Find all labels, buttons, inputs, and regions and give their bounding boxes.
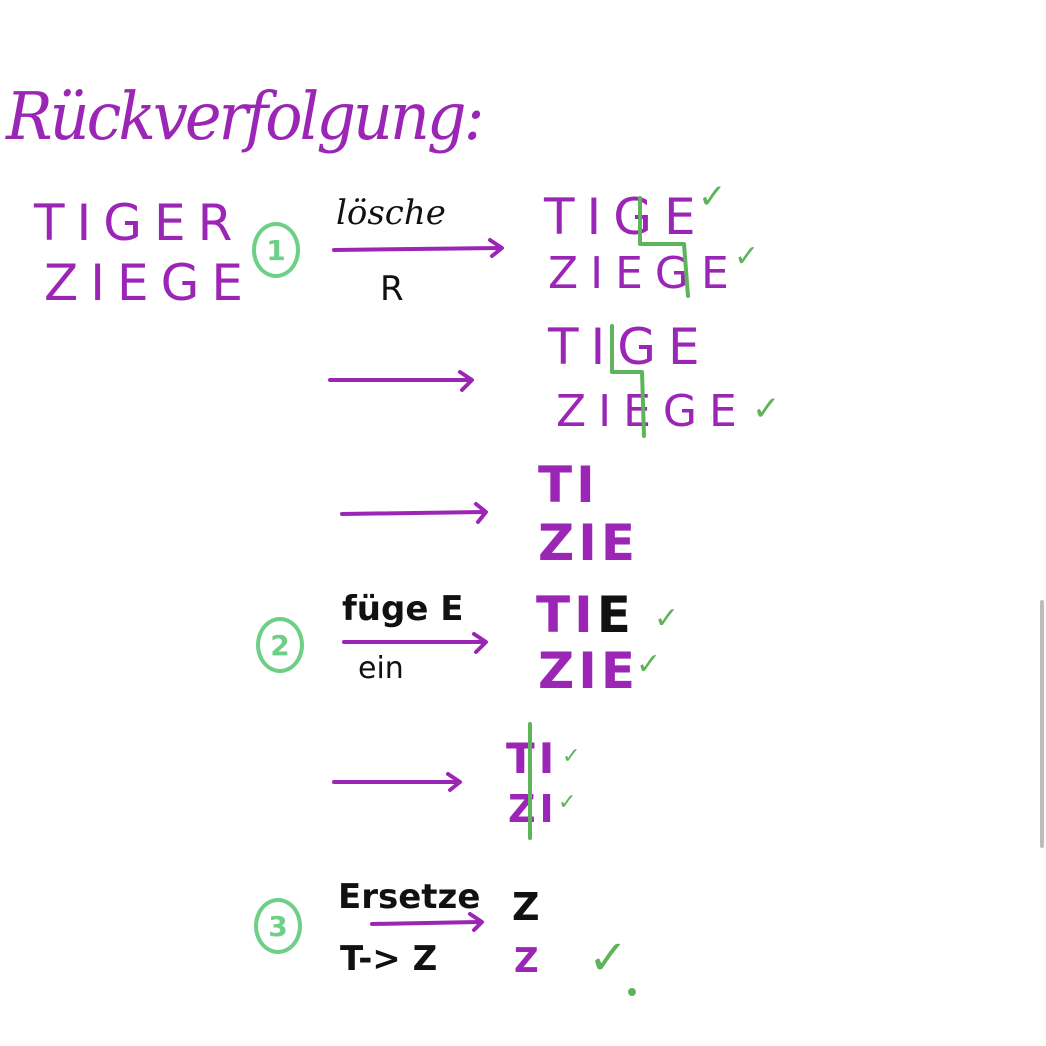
arrow-4 — [342, 632, 488, 654]
step-6-action-detail: T-> Z — [340, 939, 438, 979]
green-dot — [628, 988, 636, 996]
step-2-bottom-check: ✓ — [752, 389, 781, 429]
step-1-bottom-check: ✓ — [734, 239, 760, 274]
step-1-action-detail: R — [380, 269, 404, 309]
step-2-top-word: TIGE — [548, 318, 712, 376]
step-6-action-label: Ersetze — [338, 877, 481, 917]
arrow-6 — [370, 912, 484, 932]
start-word-top: TIGER — [34, 194, 245, 252]
scrollbar[interactable] — [1040, 600, 1044, 848]
step-4-top-word: TIE — [536, 590, 635, 640]
arrow-2 — [328, 370, 474, 392]
step-4-bottom-word: ZIE — [538, 642, 640, 700]
arrow-5 — [332, 772, 462, 792]
step-6-number: 3 — [268, 909, 288, 943]
step-4-circle: 2 — [256, 617, 304, 673]
alignment-line-2 — [610, 324, 646, 438]
page-title: Rückverfolgung: — [6, 78, 484, 155]
step-4-action-detail: ein — [358, 651, 404, 686]
arrow-3 — [340, 502, 488, 524]
step-1-top-word: TIGE — [544, 188, 708, 246]
step-4-top-word-purple: TI — [536, 586, 597, 644]
step-6-top-word: Z — [512, 885, 544, 929]
step-5-top-check: ✓ — [562, 744, 581, 769]
step-6-check: ✓ — [588, 930, 629, 986]
step-4-top-check: ✓ — [654, 601, 680, 636]
step-1-circle: 1 — [252, 222, 300, 278]
step-3-bottom-word: ZIE — [538, 514, 640, 572]
step-3-top-word: TI — [538, 456, 599, 514]
step-6-circle: 3 — [254, 898, 302, 954]
arrow-1 — [332, 238, 504, 258]
step-1-bottom-word: ZIEGE — [548, 248, 741, 299]
step-5-bottom-check: ✓ — [558, 790, 577, 815]
step-4-bottom-check: ✓ — [636, 647, 662, 682]
step-6-bottom-word: Z — [514, 941, 543, 981]
alignment-line-1 — [638, 196, 690, 298]
step-4-number: 2 — [270, 628, 290, 662]
step-2-bottom-word: ZIEGE — [556, 386, 749, 437]
step-1-number: 1 — [266, 233, 286, 267]
step-1-action-label: lösche — [336, 193, 446, 233]
step-1-top-check: ✓ — [698, 177, 727, 217]
step-4-action-label: füge E — [342, 589, 464, 629]
step-4-top-word-inserted: E — [596, 586, 635, 644]
start-word-bottom: ZIEGE — [44, 254, 255, 312]
